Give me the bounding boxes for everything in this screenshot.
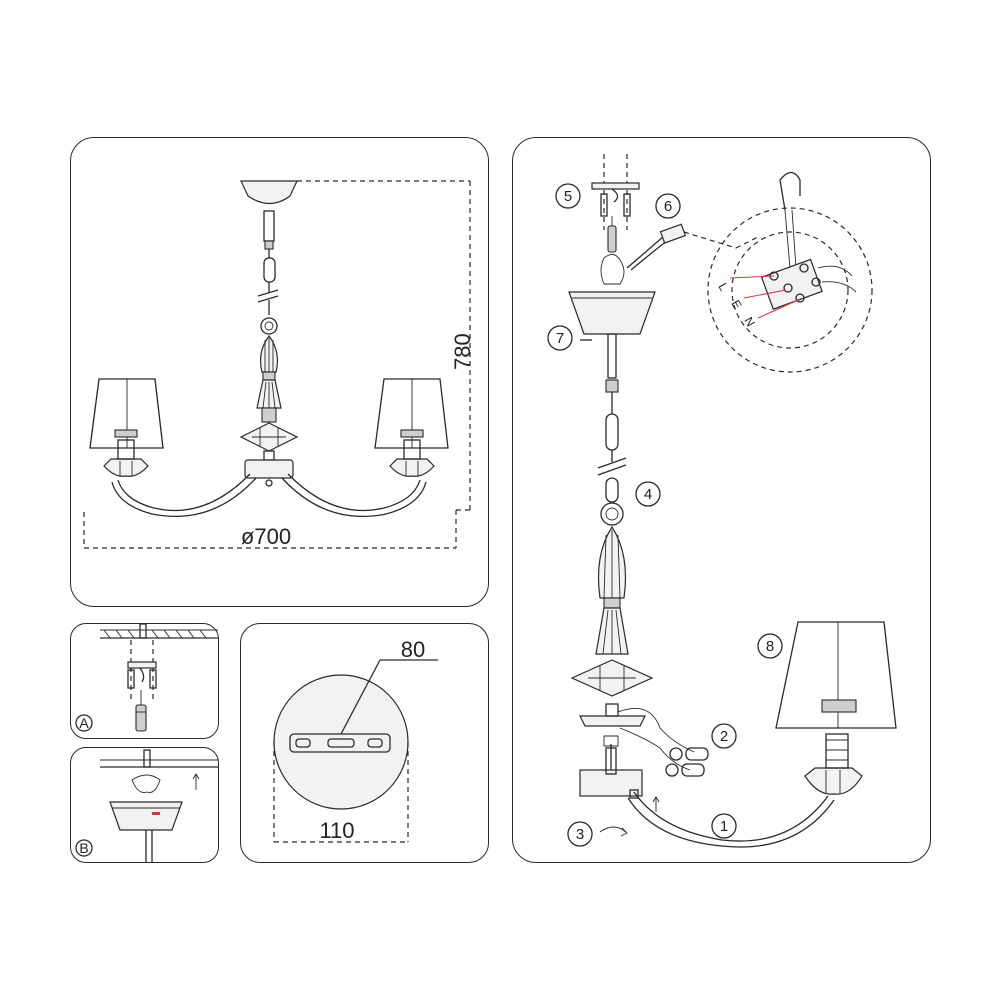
- wire-line-e: [743, 289, 787, 299]
- callout-7: 7: [547, 325, 573, 351]
- callout-2: 2: [711, 723, 737, 749]
- assembly-panel: [512, 137, 931, 863]
- callout-5-number: 5: [564, 188, 572, 205]
- callout-3: 3: [567, 821, 593, 847]
- wire-line-n: [757, 299, 799, 319]
- callout-4-number: 4: [644, 486, 652, 503]
- wire-line-l: [729, 275, 775, 279]
- callout-4: 4: [635, 481, 661, 507]
- callout-1-number: 1: [720, 818, 728, 835]
- diameter-dimension-label: ø700: [241, 524, 291, 549]
- callout-8: 8: [757, 633, 783, 659]
- callout-6-number: 6: [664, 198, 672, 215]
- overall-view-panel: [70, 137, 489, 607]
- step-a-label: A: [79, 715, 89, 731]
- wire-label-l: L: [715, 281, 731, 294]
- wire-label-n: N: [741, 315, 757, 330]
- callout-1: 1: [711, 813, 737, 839]
- callout-8-number: 8: [766, 638, 774, 655]
- callout-2-number: 2: [720, 728, 728, 745]
- callout-3-number: 3: [576, 826, 584, 843]
- callout-7-number: 7: [556, 330, 564, 347]
- canopy-depth-label: 80: [401, 637, 425, 662]
- callout-6: 6: [655, 193, 681, 219]
- callout-5: 5: [555, 183, 581, 209]
- wire-label-e: E: [728, 298, 744, 312]
- step-b-label: B: [79, 840, 88, 856]
- height-dimension-label: 780: [450, 333, 475, 370]
- canopy-width-label: 110: [319, 818, 354, 843]
